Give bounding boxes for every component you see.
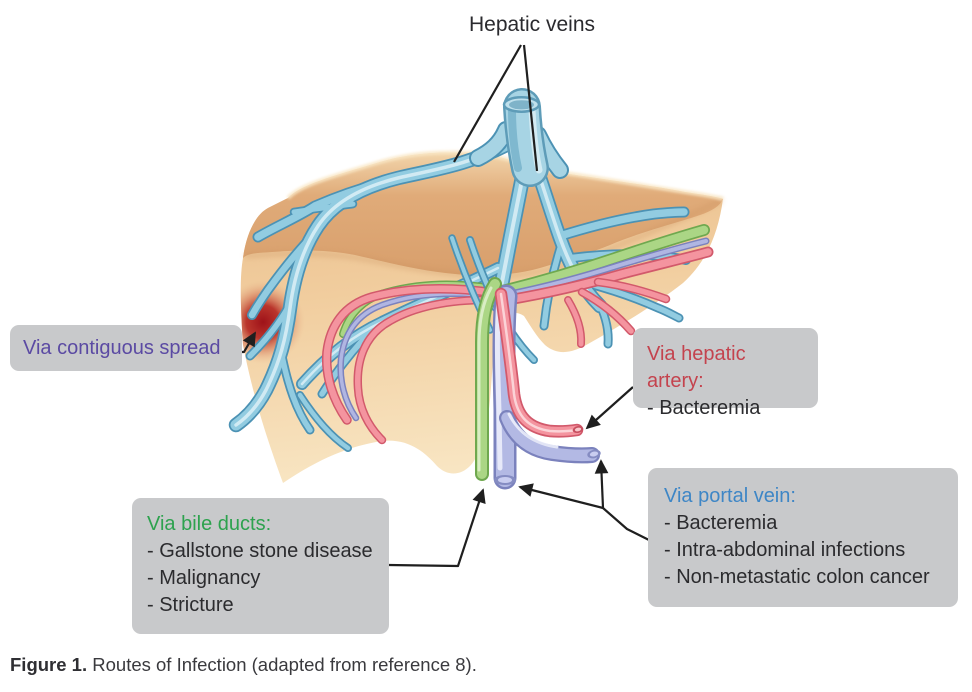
list-item: - Stricture: [147, 594, 234, 616]
list-item: - Bacteremia: [647, 397, 761, 419]
portal-vein-arrow-branch: [594, 459, 609, 509]
list-item: - Malignancy: [147, 567, 261, 589]
hepatic-artery-callout: Via hepatic artery: - Bacteremia: [633, 328, 818, 419]
liver-body: [240, 150, 724, 483]
bile-ducts-arrow: [388, 488, 486, 568]
hepatic-artery-items: - Bacteremia: [647, 395, 804, 422]
list-item: - Non-metastatic colon cancer: [664, 566, 930, 588]
hepatic-veins-label: Hepatic veins: [468, 13, 596, 36]
hepatic-artery-title: Via hepatic artery:: [647, 343, 746, 392]
portal-vein-title: Via portal vein:: [664, 485, 796, 507]
figure-caption: Figure 1. Routes of Infection (adapted f…: [10, 654, 477, 676]
portal-vein-callout: Via portal vein: - Bacteremia - Intra-ab…: [648, 468, 958, 607]
figure-caption-label: Figure 1.: [10, 654, 88, 675]
annotation-arrows: [231, 44, 650, 568]
vena-cava: [469, 97, 569, 170]
bile-ducts-callout: Via bile ducts: - Gallstone stone diseas…: [132, 498, 389, 634]
contiguous-spread-title: Via contiguous spread: [23, 337, 221, 359]
hepatic-artery-vessel: [501, 294, 584, 434]
list-item: - Intra-abdominal infections: [664, 539, 906, 561]
portal-vein-arrow-trunk: [518, 483, 604, 510]
bile-duct-vessel: [479, 284, 495, 474]
list-item: - Gallstone stone disease: [147, 540, 373, 562]
hepatic-artery-arrow: [585, 386, 634, 430]
figure-caption-text: Routes of Infection (adapted from refere…: [92, 654, 477, 675]
bile-ducts-items: - Gallstone stone disease - Malignancy -…: [147, 538, 374, 619]
contiguous-spread-callout: Via contiguous spread: [10, 325, 242, 371]
hepatic-veins-pointer-left: [453, 44, 522, 163]
portal-vein-connector: [602, 507, 650, 541]
portal-vein-items: - Bacteremia - Intra-abdominal infection…: [664, 510, 942, 591]
list-item: - Bacteremia: [664, 512, 778, 534]
bile-ducts-title: Via bile ducts:: [147, 513, 272, 535]
hepatic-veins-pointer-right: [522, 44, 539, 172]
